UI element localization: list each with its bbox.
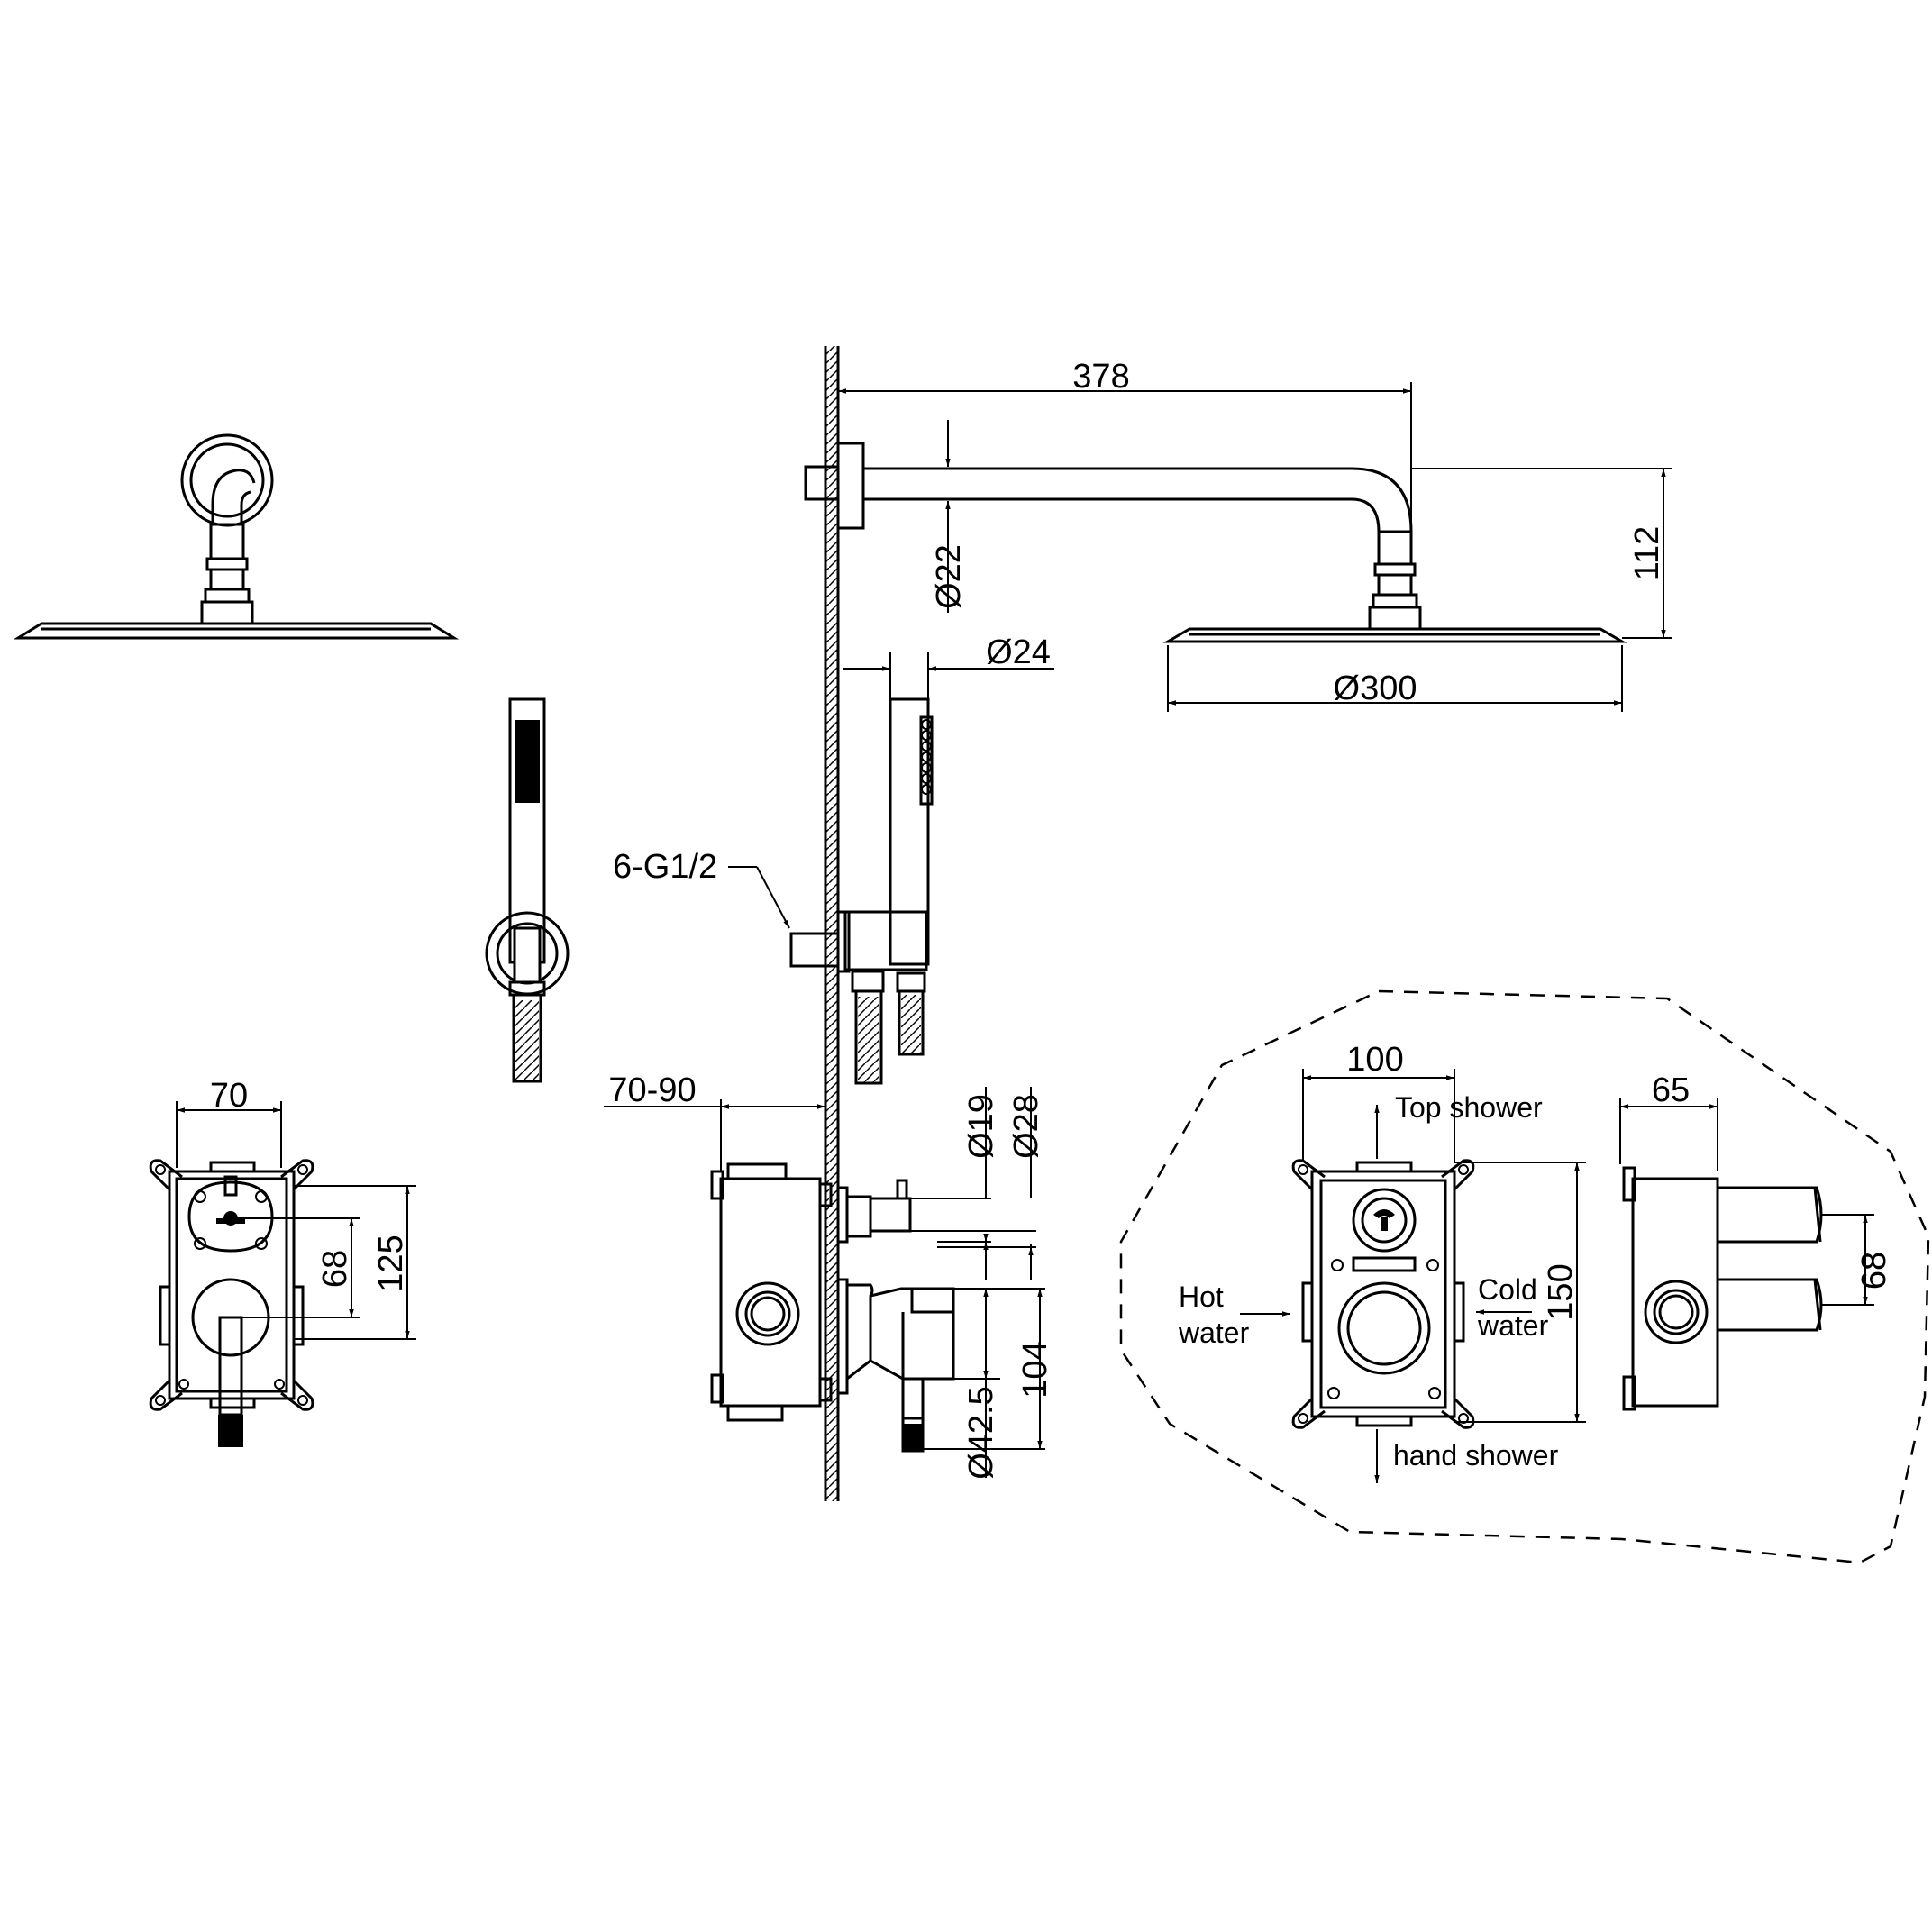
hand-shower [485, 697, 570, 1083]
dim-28-label: Ø28 [1007, 1094, 1045, 1159]
dimension-100-150-detail: 100 150 [1302, 1041, 1586, 1423]
dimension-112: 112 [1411, 468, 1672, 639]
cold-water-label-1: Cold [1478, 1273, 1537, 1306]
dimension-65-68-detail: 65 68 [1619, 1071, 1893, 1306]
dim-19-label: Ø19 [962, 1094, 1000, 1159]
dim-70-90-label: 70-90 [608, 1071, 696, 1109]
hand-shower-spray-holes [515, 721, 539, 802]
dim-22-label: Ø22 [930, 544, 968, 609]
dimension-68-125-front: 68 125 [231, 1185, 416, 1340]
hot-water-label-1: Hot [1179, 1280, 1224, 1313]
mixer-front-view [149, 1159, 314, 1447]
cold-water-label-2: water [1477, 1309, 1549, 1342]
mixer-side-view [710, 1162, 955, 1453]
dim-300-label: Ø300 [1334, 670, 1417, 707]
dim-42-5-label: Ø42.5 [962, 1386, 1000, 1480]
dim-70-label: 70 [210, 1077, 248, 1115]
shower-arm-assembly [804, 442, 1627, 643]
dimension-24: Ø24 [843, 633, 1054, 699]
dim-125-label: 125 [372, 1235, 410, 1291]
dimension-42-104: Ø42.5 104 [923, 1288, 1054, 1480]
holder-bumps [921, 719, 932, 795]
hand-shower-label: hand shower [1393, 1439, 1559, 1472]
dim-24-label: Ø24 [986, 633, 1051, 671]
thread-label: 6-G1/2 [613, 848, 717, 886]
dim-100-label: 100 [1346, 1041, 1403, 1079]
dim-68-front-label: 68 [316, 1250, 354, 1288]
detail-box-front [1291, 1159, 1475, 1429]
dimension-19-28: Ø19 Ø28 [910, 1087, 1045, 1280]
wall-outlet-holder [789, 697, 934, 1085]
dim-104-label: 104 [1016, 1341, 1054, 1398]
dimension-70-90: 70-90 [604, 1071, 825, 1171]
flow-labels: Top shower hand shower Hot water Cold wa… [1178, 1091, 1559, 1483]
dim-68-detail-label: 68 [1855, 1252, 1893, 1290]
shower-head-side-view [13, 433, 460, 640]
hot-water-label-2: water [1178, 1317, 1250, 1349]
dimension-70-front: 70 [176, 1077, 282, 1168]
detail-box-side [1622, 1166, 1823, 1411]
thread-callout: 6-G1/2 [613, 848, 790, 929]
dimension-378: 378 [838, 358, 1412, 539]
dimension-300: Ø300 [1167, 645, 1623, 712]
wall-section [824, 346, 840, 1501]
dim-65-label: 65 [1652, 1071, 1690, 1109]
dimension-arm-diameter: Ø22 [930, 420, 968, 613]
dim-150-label: 150 [1542, 1263, 1580, 1320]
top-shower-label: Top shower [1395, 1091, 1543, 1124]
dim-112-label: 112 [1628, 526, 1666, 581]
dim-378-label: 378 [1072, 358, 1129, 396]
mounting-ears [149, 1159, 314, 1411]
detail-outline [1119, 989, 1930, 1564]
